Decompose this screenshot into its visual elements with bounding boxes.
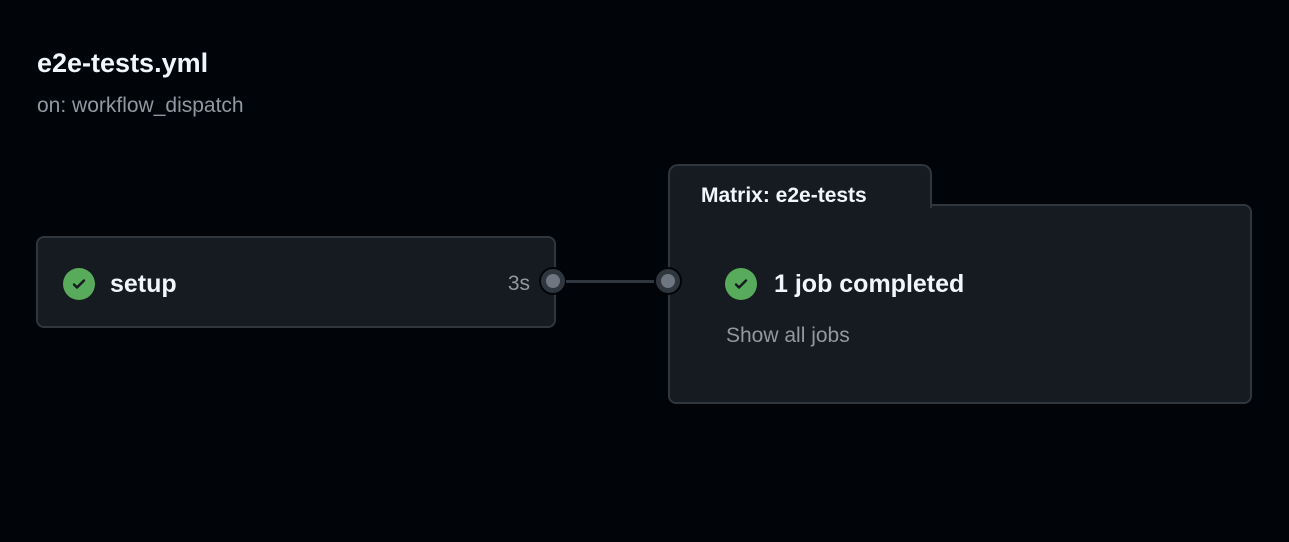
matrix-card: 1 job completed Show all jobs (668, 204, 1252, 404)
job-name: setup (110, 270, 177, 298)
job-card-setup[interactable]: setup 3s (36, 236, 556, 328)
show-all-jobs-link[interactable]: Show all jobs (726, 324, 850, 347)
check-circle-icon (725, 268, 757, 300)
matrix-input-port (656, 269, 680, 293)
check-circle-icon (63, 268, 95, 300)
workflow-title: e2e-tests.yml (37, 48, 209, 78)
workflow-trigger: on: workflow_dispatch (37, 94, 244, 117)
job-duration: 3s (507, 272, 530, 295)
matrix-tab: Matrix: e2e-tests (668, 164, 932, 208)
matrix-title: Matrix: e2e-tests (701, 184, 867, 207)
matrix-status: 1 job completed (774, 270, 965, 298)
job-output-port (541, 269, 565, 293)
job-connector-line (566, 280, 666, 283)
